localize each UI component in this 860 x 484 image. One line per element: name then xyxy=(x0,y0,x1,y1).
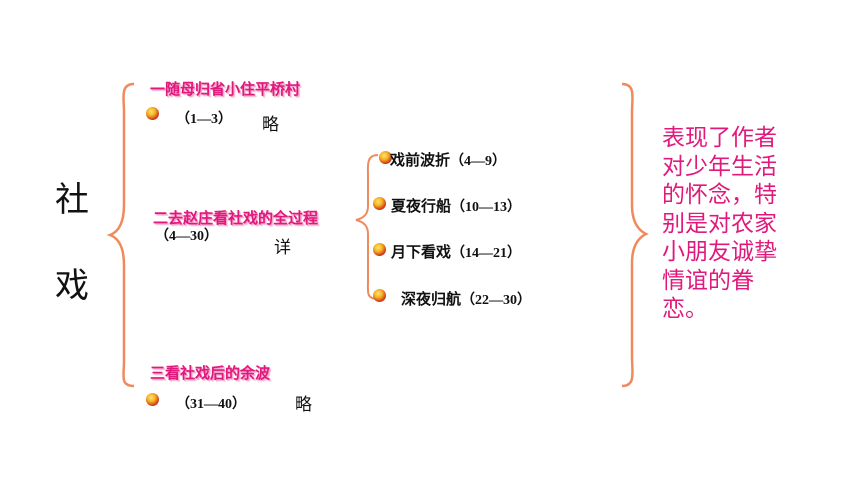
bullet-icon xyxy=(373,289,386,302)
subsection-label: 深夜归航 xyxy=(401,290,462,308)
part2-note: 详 xyxy=(274,238,291,258)
title-char-2: 戏 xyxy=(55,266,89,306)
right-brace-icon xyxy=(621,82,649,388)
part2-heading: 二去赵庄看社戏的全过程 xyxy=(153,209,319,227)
subsection-range: （14—21） xyxy=(451,246,522,261)
part3-note: 略 xyxy=(295,395,312,415)
subsection-label: 夏夜行船 xyxy=(391,197,452,215)
subsection-label: 戏前波折 xyxy=(390,151,451,169)
subsection-range: （4—9） xyxy=(450,154,507,169)
left-brace-icon xyxy=(106,82,135,388)
part1-heading: 一随母归省小住平桥村 xyxy=(150,80,301,98)
title-char-1: 社 xyxy=(55,180,89,220)
bullet-icon xyxy=(373,197,386,210)
subsection-2: 夏夜行船（10—13） xyxy=(391,195,521,216)
bullet-icon xyxy=(379,151,392,164)
subsection-4: 深夜归航（22—30） xyxy=(401,288,531,309)
subsection-1: 戏前波折（4—9） xyxy=(390,149,506,170)
part1-range: （1—3） xyxy=(176,112,232,127)
subsection-range: （10—13） xyxy=(451,200,522,215)
subsection-range: （22—30） xyxy=(461,293,532,308)
subsection-3: 月下看戏（14—21） xyxy=(391,241,521,262)
part3-range: （31—40） xyxy=(176,397,246,412)
bullet-icon xyxy=(146,107,159,120)
sub-brace-icon xyxy=(355,154,379,300)
part3-heading: 三看社戏后的余波 xyxy=(150,364,271,382)
bullet-icon xyxy=(146,393,159,406)
part2-range: （4—30） xyxy=(155,229,218,244)
summary-text: 表现了作者对少年生活的怀念，特别是对农家小朋友诚挚情谊的眷恋。 xyxy=(662,125,777,322)
bullet-icon xyxy=(373,243,386,256)
part1-note: 略 xyxy=(262,115,279,135)
subsection-label: 月下看戏 xyxy=(391,243,452,261)
